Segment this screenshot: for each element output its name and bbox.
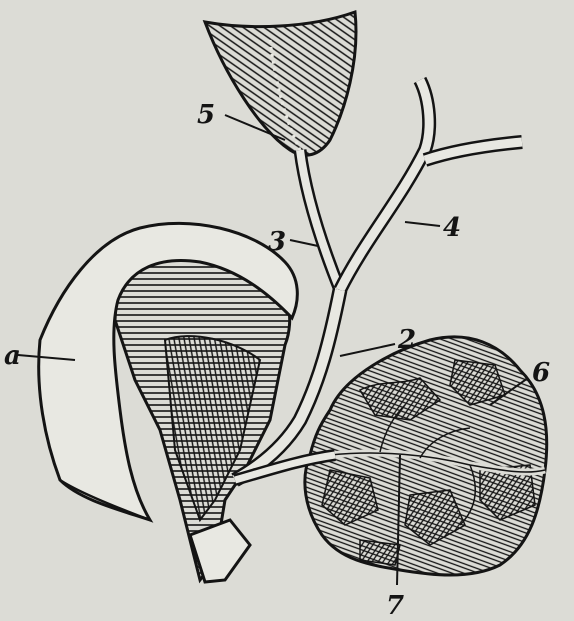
duodenum	[39, 223, 298, 582]
label-pancreatic-duct: 7	[386, 591, 404, 621]
label-gallbladder: 5	[197, 100, 215, 130]
label-common-bile-duct: 2	[397, 325, 416, 355]
label-hepatic-duct: 4	[443, 213, 461, 243]
label-duodenum: a	[4, 341, 21, 371]
label-pancreas: 6	[532, 358, 550, 388]
label-cystic-duct: 3	[268, 227, 286, 257]
pancreas	[305, 337, 547, 575]
gallbladder	[205, 12, 356, 155]
